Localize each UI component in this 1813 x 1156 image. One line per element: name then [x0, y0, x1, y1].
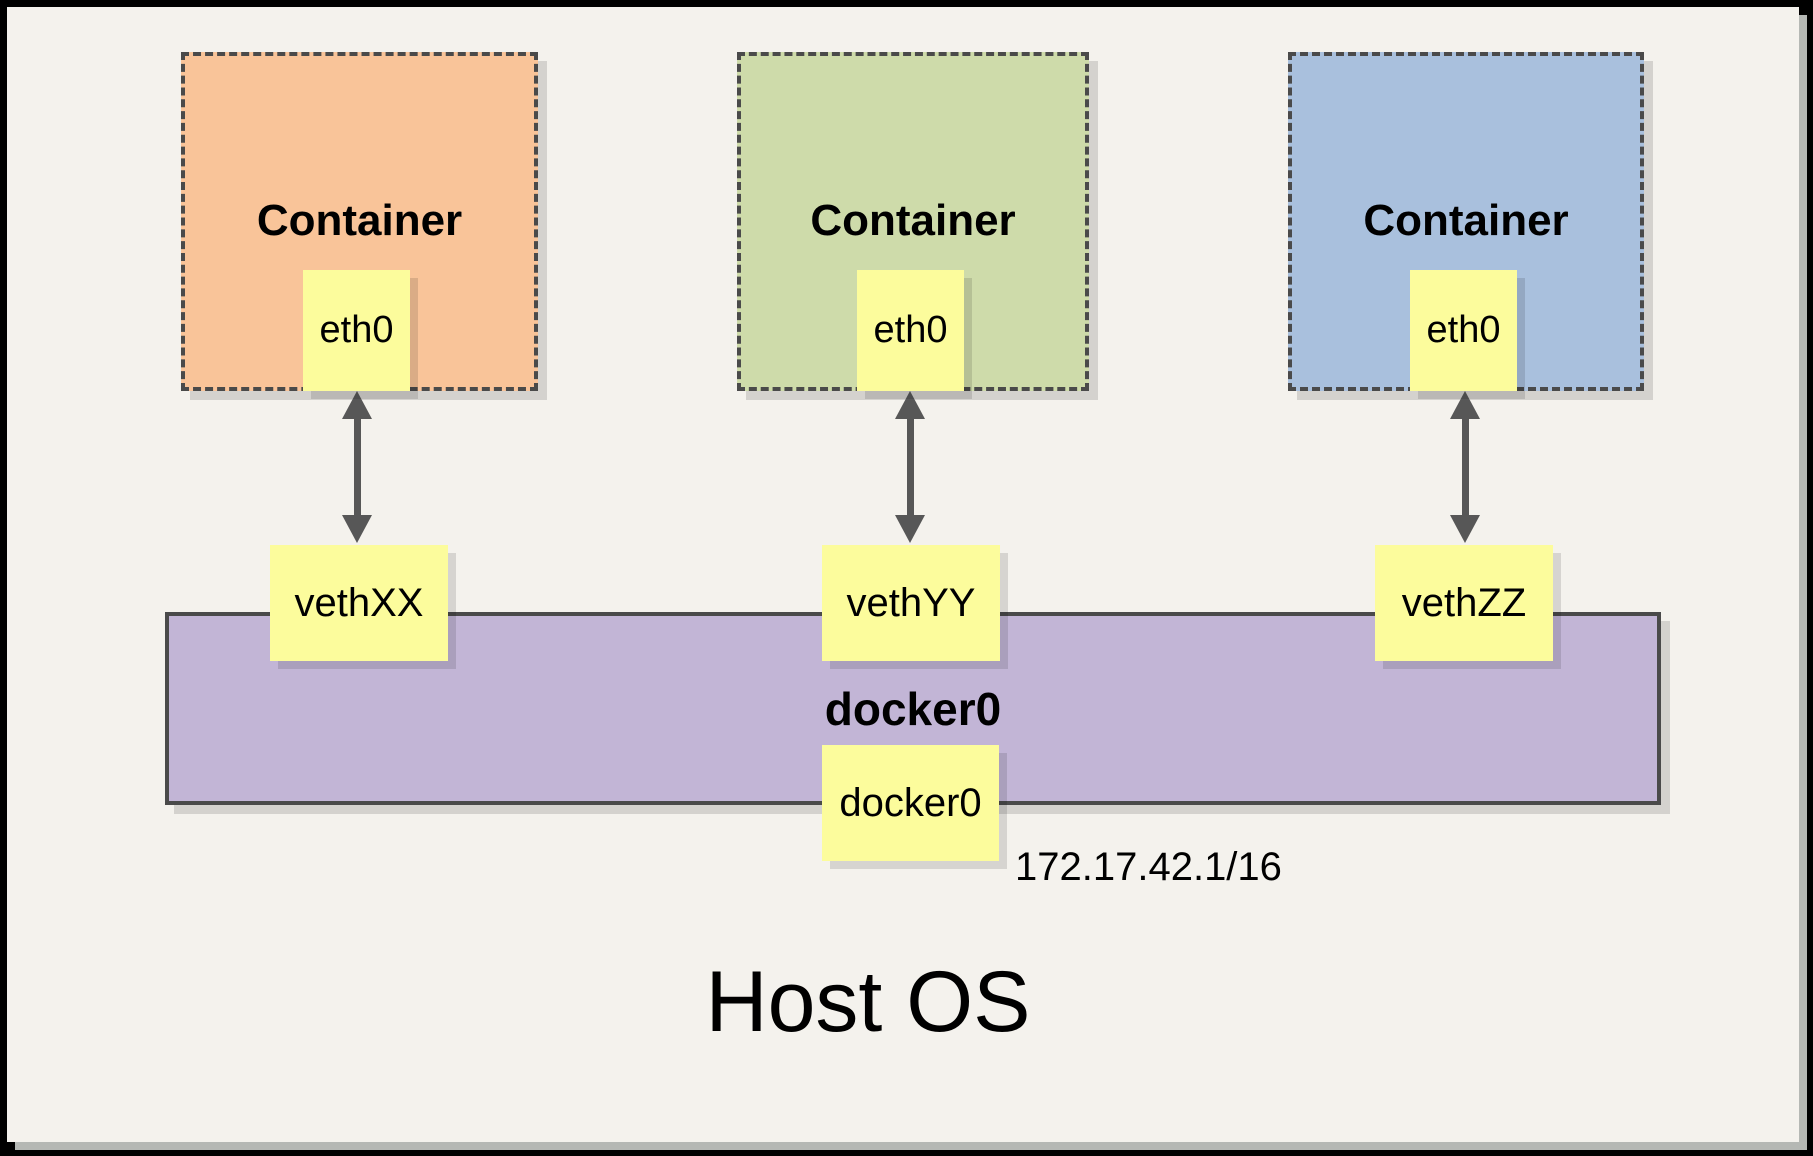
- bidirectional-arrow-icon-2: [893, 391, 927, 543]
- veth-label: vethYY: [846, 580, 976, 625]
- container-title: Container: [1363, 196, 1569, 245]
- arrow-shaft: [353, 419, 361, 515]
- bridge-ip-label: 172.17.42.1/16: [1015, 845, 1282, 889]
- arrow-shaft: [1461, 419, 1469, 515]
- bridge-title: docker0: [824, 683, 1002, 735]
- interface-label: eth0: [1426, 309, 1501, 351]
- bridge-interface-label: docker0: [839, 780, 982, 825]
- interface-label: eth0: [319, 309, 394, 351]
- interface-label: eth0: [873, 309, 948, 351]
- veth-label: vethXX: [294, 580, 424, 625]
- container-title: Container: [810, 196, 1016, 245]
- arrow-down-head-icon: [1450, 515, 1480, 543]
- arrow-shaft: [906, 419, 914, 515]
- host-os-box: Container Container Container eth0 eth0 …: [7, 7, 1799, 1142]
- arrow-up-head-icon: [342, 391, 372, 419]
- eth0-interface-box-3: eth0: [1410, 270, 1517, 391]
- eth0-interface-box-2: eth0: [857, 270, 964, 391]
- container-title: Container: [256, 196, 463, 245]
- veth-interface-box-3: vethZZ: [1375, 545, 1553, 661]
- veth-interface-box-1: vethXX: [270, 545, 448, 661]
- veth-label: vethZZ: [1401, 580, 1527, 625]
- veth-interface-box-2: vethYY: [822, 545, 1000, 661]
- docker0-interface-box: docker0: [822, 745, 999, 861]
- eth0-interface-box-1: eth0: [303, 270, 410, 391]
- arrow-down-head-icon: [895, 515, 925, 543]
- bidirectional-arrow-icon-3: [1448, 391, 1482, 543]
- arrow-down-head-icon: [342, 515, 372, 543]
- host-os-title: Host OS: [705, 954, 1031, 1050]
- arrow-up-head-icon: [895, 391, 925, 419]
- bidirectional-arrow-icon-1: [340, 391, 374, 543]
- arrow-up-head-icon: [1450, 391, 1480, 419]
